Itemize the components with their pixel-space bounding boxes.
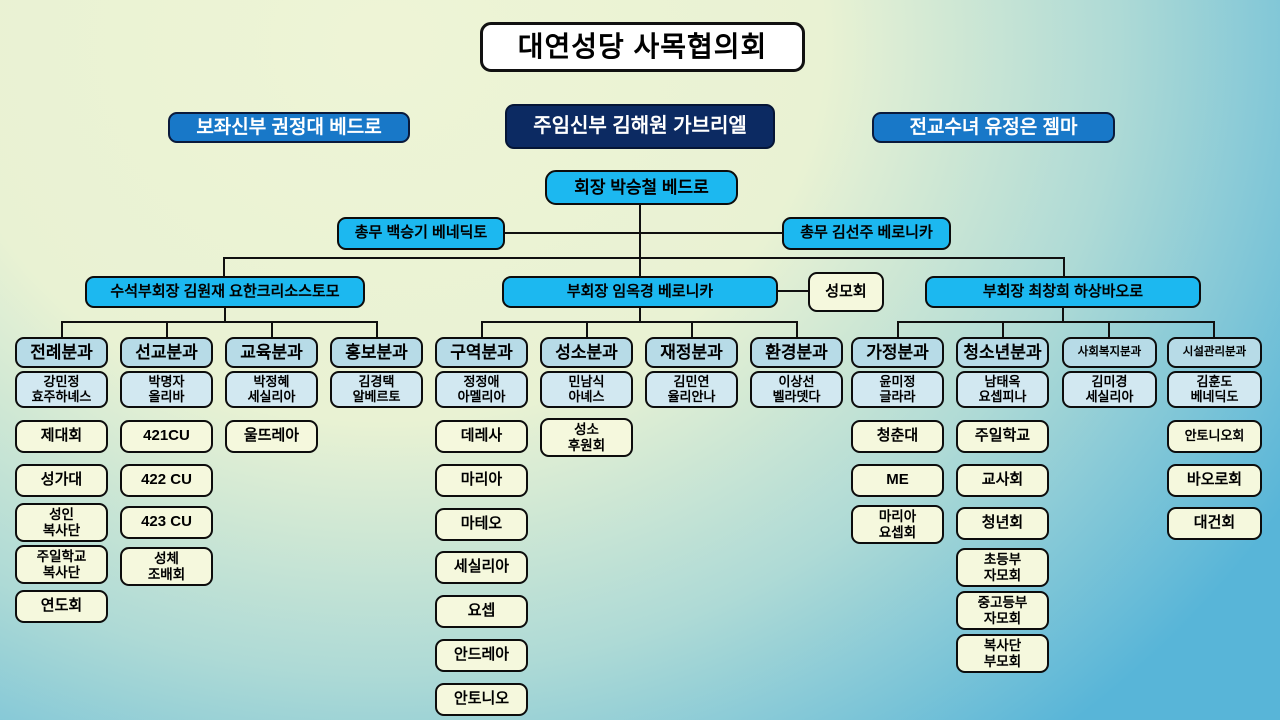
connector-line <box>223 257 225 276</box>
dept-header-finance: 재정분과 <box>645 337 738 368</box>
connector-line <box>481 321 797 323</box>
item-box: 청춘대 <box>851 420 944 453</box>
assistant-priest-box: 보좌신부 권정대 베드로 <box>168 112 410 143</box>
connector-line <box>1002 321 1004 337</box>
dept-header-vocation: 성소분과 <box>540 337 633 368</box>
item-box: 423 CU <box>120 506 213 539</box>
item-box: 성소 후원회 <box>540 418 633 457</box>
dept-head-name: 박명자 올리바 <box>120 371 213 408</box>
item-box: 성인 복사단 <box>15 503 108 542</box>
item-box: 안토니오회 <box>1167 420 1262 453</box>
vice-president-center-box: 부회장 임옥경 베로니카 <box>502 276 778 308</box>
item-box: 안토니오 <box>435 683 528 716</box>
dept-head-name: 박정혜 세실리아 <box>225 371 318 408</box>
dept-header-youth: 청소년분과 <box>956 337 1049 368</box>
dept-header-education: 교육분과 <box>225 337 318 368</box>
item-box: 교사회 <box>956 464 1049 497</box>
dept-header-family: 가정분과 <box>851 337 944 368</box>
item-box: ME <box>851 464 944 497</box>
connector-line <box>224 257 1064 259</box>
connector-line <box>376 321 378 337</box>
connector-line <box>1108 321 1110 337</box>
connector-line <box>1062 308 1064 322</box>
item-box: 주일학교 복사단 <box>15 545 108 584</box>
connector-line <box>61 321 377 323</box>
president-box: 회장 박승철 베드로 <box>545 170 738 205</box>
item-box: 마리아 <box>435 464 528 497</box>
connector-line <box>639 308 641 322</box>
item-box: 연도회 <box>15 590 108 623</box>
connector-line <box>897 321 899 337</box>
connector-line <box>61 321 63 337</box>
dept-head-name: 윤미정 글라라 <box>851 371 944 408</box>
senior-vice-president-box: 수석부회장 김원재 요한크리소스토모 <box>85 276 365 308</box>
connector-line <box>586 321 588 337</box>
connector-line <box>166 321 168 337</box>
dept-header-social-welfare: 사회복지분과 <box>1062 337 1157 368</box>
item-box: 울뜨레아 <box>225 420 318 453</box>
item-box: 마테오 <box>435 508 528 541</box>
dept-head-name: 김미경 세실리아 <box>1062 371 1157 408</box>
connector-line <box>481 321 483 337</box>
pastor-box: 주임신부 김해원 가브리엘 <box>505 104 775 149</box>
vice-president-right-box: 부회장 최창희 하상바오로 <box>925 276 1201 308</box>
dept-header-publicity: 홍보분과 <box>330 337 423 368</box>
item-box: 마리아 요셉회 <box>851 505 944 544</box>
dept-head-name: 정정애 아멜리아 <box>435 371 528 408</box>
dept-header-mission: 선교분과 <box>120 337 213 368</box>
connector-line <box>505 232 783 234</box>
connector-line <box>897 321 1214 323</box>
connector-line <box>796 321 798 337</box>
item-box: 세실리아 <box>435 551 528 584</box>
connector-line <box>224 308 226 322</box>
item-box: 422 CU <box>120 464 213 497</box>
item-box: 성체 조배회 <box>120 547 213 586</box>
item-box: 주일학교 <box>956 420 1049 453</box>
connector-line <box>1063 257 1065 276</box>
connector-line <box>778 290 808 292</box>
item-box: 안드레아 <box>435 639 528 672</box>
dept-head-name: 남태옥 요셉피나 <box>956 371 1049 408</box>
item-box: 청년회 <box>956 507 1049 540</box>
dept-head-name: 김경택 알베르토 <box>330 371 423 408</box>
connector-line <box>1213 321 1215 337</box>
dept-head-name: 이상선 벨라뎃다 <box>750 371 843 408</box>
item-box: 성가대 <box>15 464 108 497</box>
item-box: 대건회 <box>1167 507 1262 540</box>
item-box: 데레사 <box>435 420 528 453</box>
dept-head-name: 강민정 효주하녜스 <box>15 371 108 408</box>
connector-line <box>691 321 693 337</box>
item-box: 바오로회 <box>1167 464 1262 497</box>
dept-head-name: 민남식 아녜스 <box>540 371 633 408</box>
dept-head-name: 김훈도 베네딕도 <box>1167 371 1262 408</box>
item-box: 요셉 <box>435 595 528 628</box>
connector-line <box>639 205 641 276</box>
item-box: 제대회 <box>15 420 108 453</box>
dept-header-environment: 환경분과 <box>750 337 843 368</box>
secretary-left-box: 총무 백승기 베네딕토 <box>337 217 505 250</box>
missionary-sister-box: 전교수녀 유정은 젬마 <box>872 112 1115 143</box>
secretary-right-box: 총무 김선주 베로니카 <box>782 217 951 250</box>
item-box: 중고등부 자모회 <box>956 591 1049 630</box>
page-title: 대연성당 사목협의회 <box>480 22 805 72</box>
connector-line <box>271 321 273 337</box>
dept-head-name: 김민연 율리안나 <box>645 371 738 408</box>
mothers-society-box: 성모회 <box>808 272 884 312</box>
dept-header-liturgy: 전례분과 <box>15 337 108 368</box>
dept-header-district: 구역분과 <box>435 337 528 368</box>
item-box: 421CU <box>120 420 213 453</box>
dept-header-facility: 시설관리분과 <box>1167 337 1262 368</box>
item-box: 복사단 부모회 <box>956 634 1049 673</box>
item-box: 초등부 자모회 <box>956 548 1049 587</box>
